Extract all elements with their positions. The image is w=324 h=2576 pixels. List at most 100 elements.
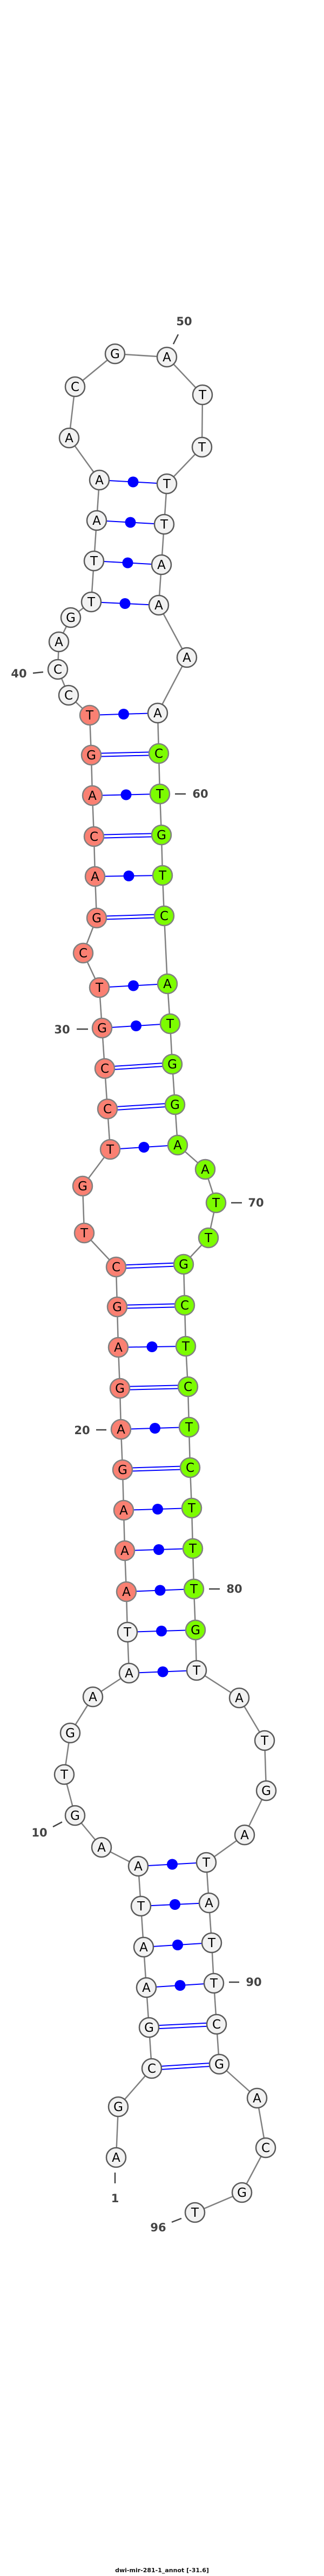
nucleotide-circle <box>133 1936 154 1958</box>
nucleotide-letter: G <box>70 1809 80 1823</box>
nucleotide-letter: G <box>261 1784 271 1798</box>
nucleotide-93: A <box>246 2087 268 2109</box>
nucleotide-80: T <box>183 1578 205 1600</box>
nucleotide-circle <box>194 1159 216 1180</box>
nucleotide-circle <box>118 1662 140 1684</box>
nucleotide-letter: A <box>97 1841 106 1855</box>
backbone-layer <box>57 353 267 2214</box>
nucleotide-circle <box>191 436 213 458</box>
nucleotide-71: T <box>198 1227 219 1249</box>
pair-dot <box>118 709 129 720</box>
nucleotide-letter: G <box>214 2058 224 2072</box>
nucleotide-45: A <box>86 510 107 531</box>
nucleotide-letter: T <box>166 1017 174 1031</box>
nucleotide-circle <box>114 1540 136 1561</box>
position-label-96: 96 <box>150 2221 166 2234</box>
nucleotide-letter: A <box>240 1828 249 1842</box>
nucleotide-letter: A <box>88 789 97 803</box>
nucleotide-circle <box>60 607 82 628</box>
nucleotide-letter: G <box>66 611 76 625</box>
nucleotide-41: A <box>48 631 70 653</box>
nucleotide-letter: A <box>119 1504 128 1518</box>
nucleotide-letter: G <box>113 2100 123 2114</box>
nucleotide-letter: C <box>103 1102 112 1116</box>
nucleotide-21: G <box>109 1378 131 1399</box>
nucleotide-23: G <box>106 1296 128 1318</box>
nucleotide-38: T <box>79 704 100 726</box>
pair-dot <box>146 1341 158 1352</box>
nucleotide-letter: C <box>186 1461 194 1475</box>
gc-pair-line <box>116 1262 184 1266</box>
base-pairs-layer <box>89 476 220 2071</box>
nucleotide-94: C <box>255 2137 276 2159</box>
nucleotide-letter: A <box>112 2151 120 2165</box>
nucleotide-54: T <box>153 513 175 535</box>
nucleotide-circle <box>161 1053 183 1075</box>
nucleotide-letter: G <box>112 1300 122 1314</box>
pair-dot <box>152 1504 163 1515</box>
nucleotide-52: T <box>191 436 213 458</box>
nucleotide-1: A <box>105 2147 127 2168</box>
nucleotide-letter: A <box>139 1941 148 1955</box>
nucleotide-circle <box>58 684 79 706</box>
nucleotide-36: A <box>82 785 103 806</box>
pair-dot <box>157 1666 168 1677</box>
nucleotide-circle <box>234 1824 255 1846</box>
nucleotide-letter: A <box>163 351 171 365</box>
nucleotide-letter: T <box>187 1502 196 1516</box>
nucleotide-58: A <box>147 702 168 724</box>
nucleotide-letter: T <box>87 595 96 609</box>
nucleotide-circle <box>192 384 213 406</box>
nucleotide-letter: C <box>180 1299 189 1313</box>
gc-pair-line <box>149 2025 217 2030</box>
nucleotide-circle <box>104 343 126 365</box>
nucleotide-letter: T <box>198 388 207 402</box>
nucleotide-circle <box>110 1419 132 1440</box>
nucleotide-letter: T <box>85 709 94 723</box>
nucleotide-circle <box>48 631 70 653</box>
nucleotide-letter: G <box>237 2186 247 2200</box>
nucleotide-letter: G <box>144 2021 154 2035</box>
nucleotide-circle <box>203 1972 225 1994</box>
nucleotide-circle <box>138 2017 160 2038</box>
nucleotide-circle <box>109 1378 131 1399</box>
nucleotide-letter: A <box>122 1585 131 1599</box>
nucleotide-circle <box>176 647 198 668</box>
nucleotide-44: T <box>83 550 105 572</box>
nucleotide-letter: T <box>210 1977 218 1991</box>
nucleotide-67: G <box>164 1094 186 1115</box>
backbone-link <box>157 657 188 714</box>
nucleotide-47: A <box>58 427 80 449</box>
nucleotide-57: A <box>176 647 198 668</box>
pair-dot <box>153 1544 164 1555</box>
nucleotide-circle <box>156 346 178 368</box>
nucleotide-8: A <box>127 1855 149 1877</box>
gc-pair-line <box>97 916 165 920</box>
nucleotide-76: T <box>178 1416 200 1438</box>
nucleotide-circle <box>82 1686 104 1708</box>
nucleotide-letter: G <box>179 1258 188 1272</box>
pair-dot <box>122 557 133 568</box>
nucleotide-letter: T <box>202 1856 211 1870</box>
pair-dot <box>172 1940 183 1950</box>
nucleotide-circle <box>175 1335 197 1357</box>
gc-pair-line <box>107 1105 176 1111</box>
nucleotide-28: C <box>97 1098 118 1120</box>
nucleotide-circle <box>91 1017 113 1039</box>
nucleotide-circle <box>89 469 110 491</box>
nucleotide-letter: A <box>65 431 73 446</box>
nucleotide-6: A <box>133 1936 154 1958</box>
nucleotide-circle <box>136 1977 157 1998</box>
nucleotide-circle <box>153 905 175 927</box>
nucleotide-circle <box>105 1256 127 1278</box>
nucleotide-circle <box>167 1134 188 1156</box>
nucleotide-20: A <box>110 1419 132 1440</box>
nucleotide-61: G <box>151 824 172 846</box>
nucleotide-circle <box>174 1294 195 1316</box>
nucleotide-letter: T <box>106 1143 114 1157</box>
pair-dot <box>156 1626 167 1636</box>
gc-pair-line <box>119 1385 188 1388</box>
nucleotide-letter: G <box>191 1623 200 1638</box>
pair-dot <box>120 789 132 800</box>
gc-pair-line <box>96 914 164 917</box>
